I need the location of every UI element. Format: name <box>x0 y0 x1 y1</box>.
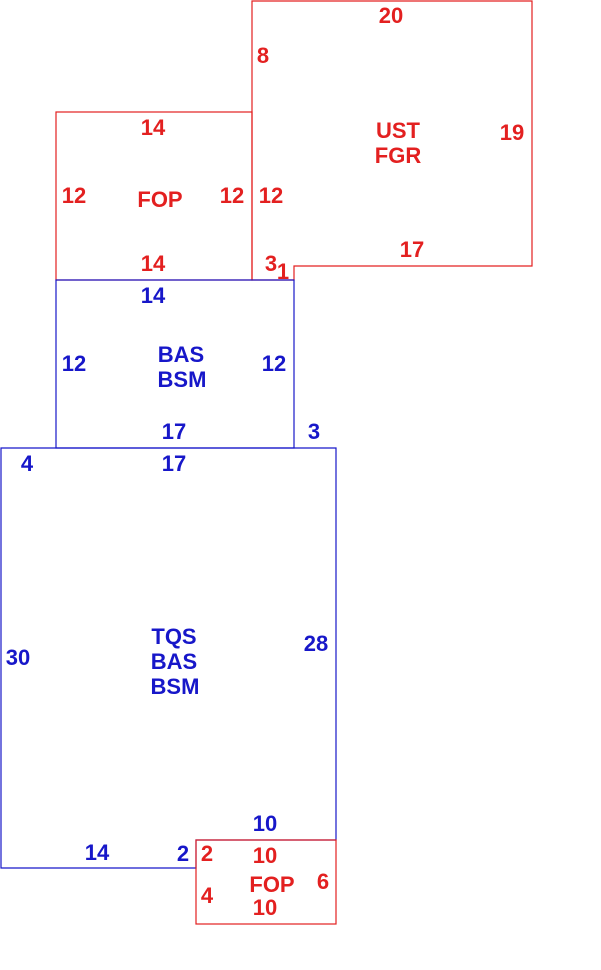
dim-tqs-step-top: 4 <box>21 451 34 476</box>
dim-tqs-notch: 2 <box>177 841 189 866</box>
dim-tqs-top: 17 <box>162 451 186 476</box>
dim-ust-bottom: 17 <box>400 237 424 262</box>
dim-tqs-right: 28 <box>304 631 328 656</box>
dim-fop-bottom-notch: 2 <box>201 841 213 866</box>
fop-bottom-outline <box>195 839 337 925</box>
dim-fop-bottom-left: 4 <box>201 883 214 908</box>
dim-ust-right: 19 <box>500 120 524 145</box>
dim-ust-top: 20 <box>379 3 403 28</box>
dim-ust-left-lower: 12 <box>259 183 283 208</box>
dim-fop-bottom-bottom: 10 <box>253 895 277 920</box>
area-label-fgr: FGR <box>375 143 422 168</box>
dim-fop-top-left: 12 <box>62 183 86 208</box>
area-label-fop-top: FOP <box>137 187 182 212</box>
area-label-tqs: TQS <box>151 624 196 649</box>
dim-tqs-bottom-right: 10 <box>253 811 277 836</box>
dim-tqs-left: 30 <box>6 645 30 670</box>
area-label-bsm: BSM <box>158 367 207 392</box>
area-label-bsm-lower: BSM <box>151 674 200 699</box>
dim-bas-right: 12 <box>262 351 286 376</box>
dim-bas-left: 12 <box>62 351 86 376</box>
dim-fop-top-top: 14 <box>141 115 166 140</box>
dim-ust-notch-height: 1 <box>277 259 289 284</box>
dim-ust-notch-width: 3 <box>265 251 277 276</box>
area-label-fop-bottom: FOP <box>249 872 294 897</box>
dim-bas-bottom: 17 <box>162 419 186 444</box>
area-label-ust: UST <box>376 118 421 143</box>
dim-fop-top-right: 12 <box>220 183 244 208</box>
dim-fop-top-bottom: 14 <box>141 251 166 276</box>
dim-fop-bottom-top: 10 <box>253 843 277 868</box>
area-label-bas-lower: BAS <box>151 649 197 674</box>
dim-fop-bottom-right: 6 <box>317 869 329 894</box>
dim-bas-step: 3 <box>308 419 320 444</box>
dim-ust-left: 8 <box>257 43 269 68</box>
dim-tqs-bottom: 14 <box>85 840 110 865</box>
dim-bas-top: 14 <box>141 283 166 308</box>
area-label-bas: BAS <box>158 342 204 367</box>
